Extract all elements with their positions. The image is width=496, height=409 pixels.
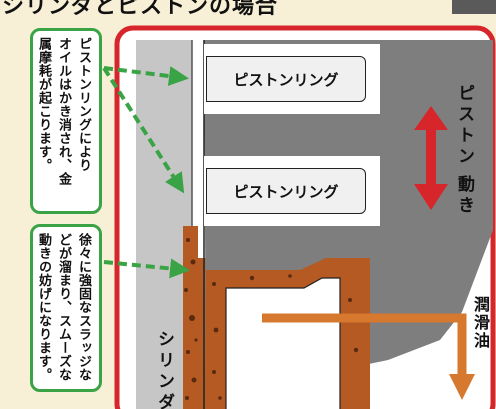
oil-groove <box>225 277 341 409</box>
cylinder-wall <box>136 40 192 409</box>
note-sludge-text: 徐々に強固なスラッジな どが溜まり、スムーズな 動きの妨げになります。 <box>36 233 91 382</box>
note-ring-wear-text: ピストンリングにより オイルはかき消され、金 属摩耗が起こります。 <box>36 37 91 186</box>
oil-arrow-icon <box>449 374 475 400</box>
pointer-arrow-ring-bottom <box>102 66 185 194</box>
oil-flow-line <box>262 313 467 380</box>
oil-label: 潤滑油 <box>471 296 490 350</box>
piston-ring-bottom: ピストンリング <box>206 168 366 214</box>
diagram-title: シリンダとピストンの場合 <box>2 0 279 19</box>
motion-arrow-icon <box>414 106 448 210</box>
cylinder-label: シリンダ <box>154 330 174 409</box>
piston-label: ピストン <box>454 84 474 168</box>
motion-label: 動き <box>454 175 474 217</box>
groove-specks <box>212 274 359 400</box>
note-sludge: 徐々に強固なスラッジな どが溜まり、スムーズな 動きの妨げになります。 <box>30 224 102 392</box>
corner-tab <box>452 0 496 14</box>
piston-ring-top: ピストンリング <box>206 56 366 102</box>
note-ring-wear: ピストンリングにより オイルはかき消され、金 属摩耗が起こります。 <box>30 28 102 214</box>
pointer-arrows <box>102 66 190 279</box>
sludge-specks <box>184 238 198 400</box>
